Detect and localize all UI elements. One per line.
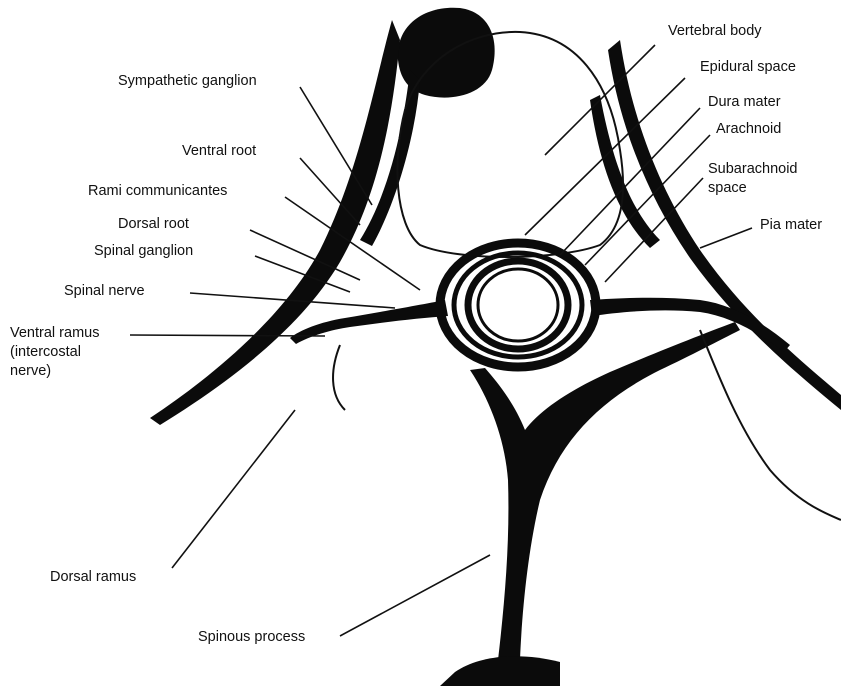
label-ventral-root: Ventral root (182, 142, 256, 161)
label-pia-mater: Pia mater (760, 216, 822, 235)
label-spinal-nerve: Spinal nerve (64, 282, 145, 301)
spinal-cord (478, 269, 558, 341)
leader-ventral-ramus (130, 335, 325, 336)
label-subarachnoid-space: Subarachnoid space (708, 160, 798, 198)
spinous-process-mass (470, 322, 740, 660)
lower-base (440, 656, 560, 686)
label-spinal-ganglion: Spinal ganglion (94, 242, 193, 261)
lower-right-outline (700, 330, 841, 520)
leader-dorsal-ramus (172, 410, 295, 568)
label-sympathetic-ganglion: Sympathetic ganglion (118, 72, 257, 91)
label-epidural-space: Epidural space (700, 58, 796, 77)
label-ventral-ramus: Ventral ramus (intercostal nerve) (10, 324, 99, 381)
label-vertebral-body: Vertebral body (668, 22, 762, 41)
label-spinous-process: Spinous process (198, 628, 305, 647)
label-dorsal-root: Dorsal root (118, 215, 189, 234)
label-dura-mater: Dura mater (708, 93, 781, 112)
leader-spinous-process (340, 555, 490, 636)
label-dorsal-ramus: Dorsal ramus (50, 568, 136, 587)
lower-left-outline (333, 345, 345, 410)
label-rami-communicantes: Rami communicantes (88, 182, 227, 201)
label-arachnoid: Arachnoid (716, 120, 781, 139)
leader-epidural-space (525, 78, 685, 235)
leader-pia-mater (700, 228, 752, 248)
